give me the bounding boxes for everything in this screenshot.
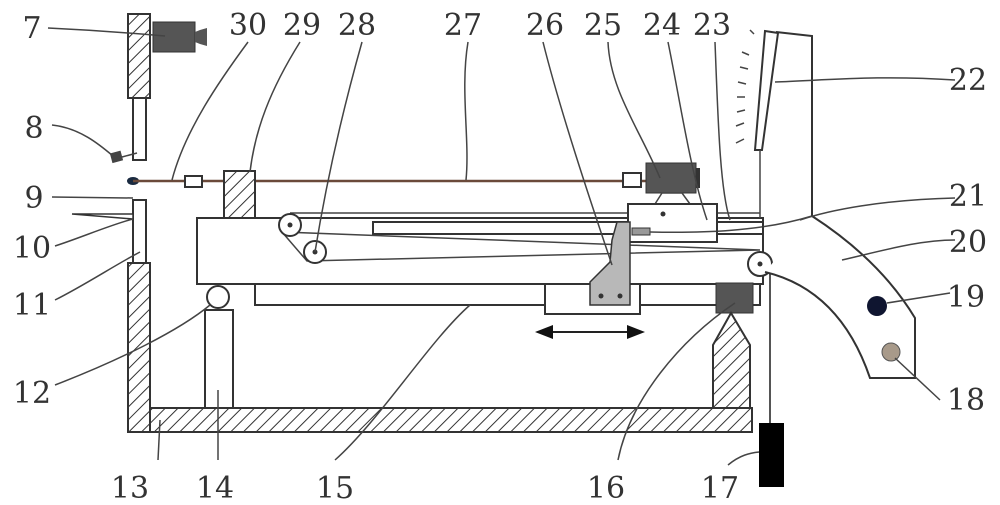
label-8: 8: [24, 111, 43, 146]
label-18: 18: [947, 383, 985, 418]
label-16: 16: [587, 471, 625, 505]
label-17: 17: [701, 471, 739, 505]
lower-rail: [255, 284, 760, 305]
pin-18: [882, 343, 900, 361]
label-13: 13: [111, 471, 149, 505]
label-28: 28: [338, 8, 376, 43]
label-10: 10: [13, 231, 51, 266]
label-21: 21: [949, 179, 987, 214]
camera-icon: [153, 22, 207, 52]
sensor-16: [716, 283, 753, 313]
double-arrow-icon: [535, 325, 645, 339]
label-20: 20: [949, 225, 987, 260]
pointer: [755, 31, 778, 150]
label-15: 15: [316, 471, 354, 505]
blade: [72, 214, 133, 219]
label-29: 29: [283, 8, 321, 43]
label-7: 7: [22, 11, 41, 46]
support-block: [224, 171, 255, 218]
label-12: 12: [13, 376, 51, 411]
label-27: 27: [444, 8, 482, 43]
label-23: 23: [693, 8, 731, 43]
base-plate: [150, 408, 752, 432]
sensor-8: [110, 151, 123, 164]
scale-ticks: [736, 30, 754, 143]
coupler-left: [185, 176, 202, 187]
ball: [207, 286, 229, 308]
pin-19: [867, 296, 887, 316]
label-22: 22: [949, 63, 987, 98]
label-26: 26: [526, 8, 564, 43]
label-24: 24: [643, 8, 681, 43]
weight: [759, 423, 784, 487]
motor: [646, 163, 700, 204]
right-support: [713, 313, 750, 408]
label-30: 30: [229, 8, 267, 43]
label-25: 25: [584, 8, 622, 43]
left-wall: [128, 14, 150, 432]
label-14: 14: [196, 471, 234, 505]
coupler-right: [623, 173, 641, 187]
label-11: 11: [13, 288, 51, 323]
label-9: 9: [24, 181, 43, 216]
pillar: [205, 310, 233, 408]
label-19: 19: [947, 280, 985, 315]
